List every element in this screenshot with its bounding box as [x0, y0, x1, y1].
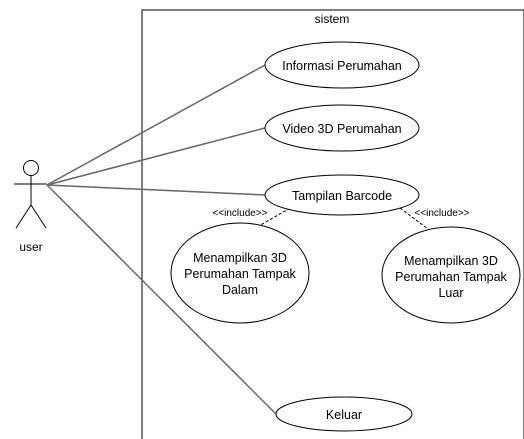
- use-case-luar: Menampilkan 3D Perumahan Tampak Luar: [381, 226, 521, 324]
- system-title: sistem: [315, 12, 350, 26]
- use-case-video-label: Video 3D Perumahan: [282, 122, 401, 136]
- use-case-dalam-line-3: Dalam: [222, 283, 258, 297]
- use-case-luar-line-3: Luar: [438, 286, 463, 300]
- use-case-informasi-label: Informasi Perumahan: [282, 59, 402, 73]
- use-case-barcode: Tampilan Barcode: [264, 174, 420, 216]
- include-label-luar: <<include>>: [414, 208, 469, 219]
- use-case-barcode-label: Tampilan Barcode: [292, 189, 392, 203]
- actor-label: user: [19, 240, 42, 254]
- use-case-luar-line-1: Menampilkan 3D: [404, 254, 498, 268]
- use-case-dalam-ellipse: [170, 222, 310, 324]
- use-case-video: Video 3D Perumahan: [264, 104, 420, 152]
- association-video: [46, 127, 266, 186]
- use-case-dalam-line-1: Menampilkan 3D: [193, 251, 287, 265]
- use-case-luar-line-2: Perumahan Tampak: [395, 270, 507, 284]
- use-case-video-ellipse: [264, 104, 420, 152]
- association-barcode: [46, 184, 266, 196]
- use-case-informasi-ellipse: [264, 41, 420, 89]
- use-case-keluar: Keluar: [275, 396, 413, 432]
- actor-head: [23, 160, 39, 176]
- use-case-informasi: Informasi Perumahan: [264, 41, 420, 89]
- use-case-dalam-line-2: Perumahan Tampak: [184, 267, 296, 281]
- associations: [46, 64, 277, 415]
- association-informasi: [46, 64, 266, 186]
- actor-left-leg: [15, 204, 32, 229]
- use-case-keluar-label: Keluar: [326, 408, 362, 422]
- association-keluar: [46, 184, 277, 415]
- use-case-barcode-ellipse: [264, 174, 420, 216]
- system-boundary-box: [141, 9, 524, 439]
- actor-right-leg: [30, 204, 47, 229]
- use-case-keluar-ellipse: [275, 396, 413, 432]
- actor-user: [14, 160, 47, 229]
- include-label-dalam: <<include>>: [212, 208, 267, 219]
- use-case-luar-ellipse: [381, 226, 521, 324]
- system-boundary: sistem: [141, 9, 524, 439]
- use-case-dalam: Menampilkan 3D Perumahan Tampak Dalam: [170, 222, 310, 324]
